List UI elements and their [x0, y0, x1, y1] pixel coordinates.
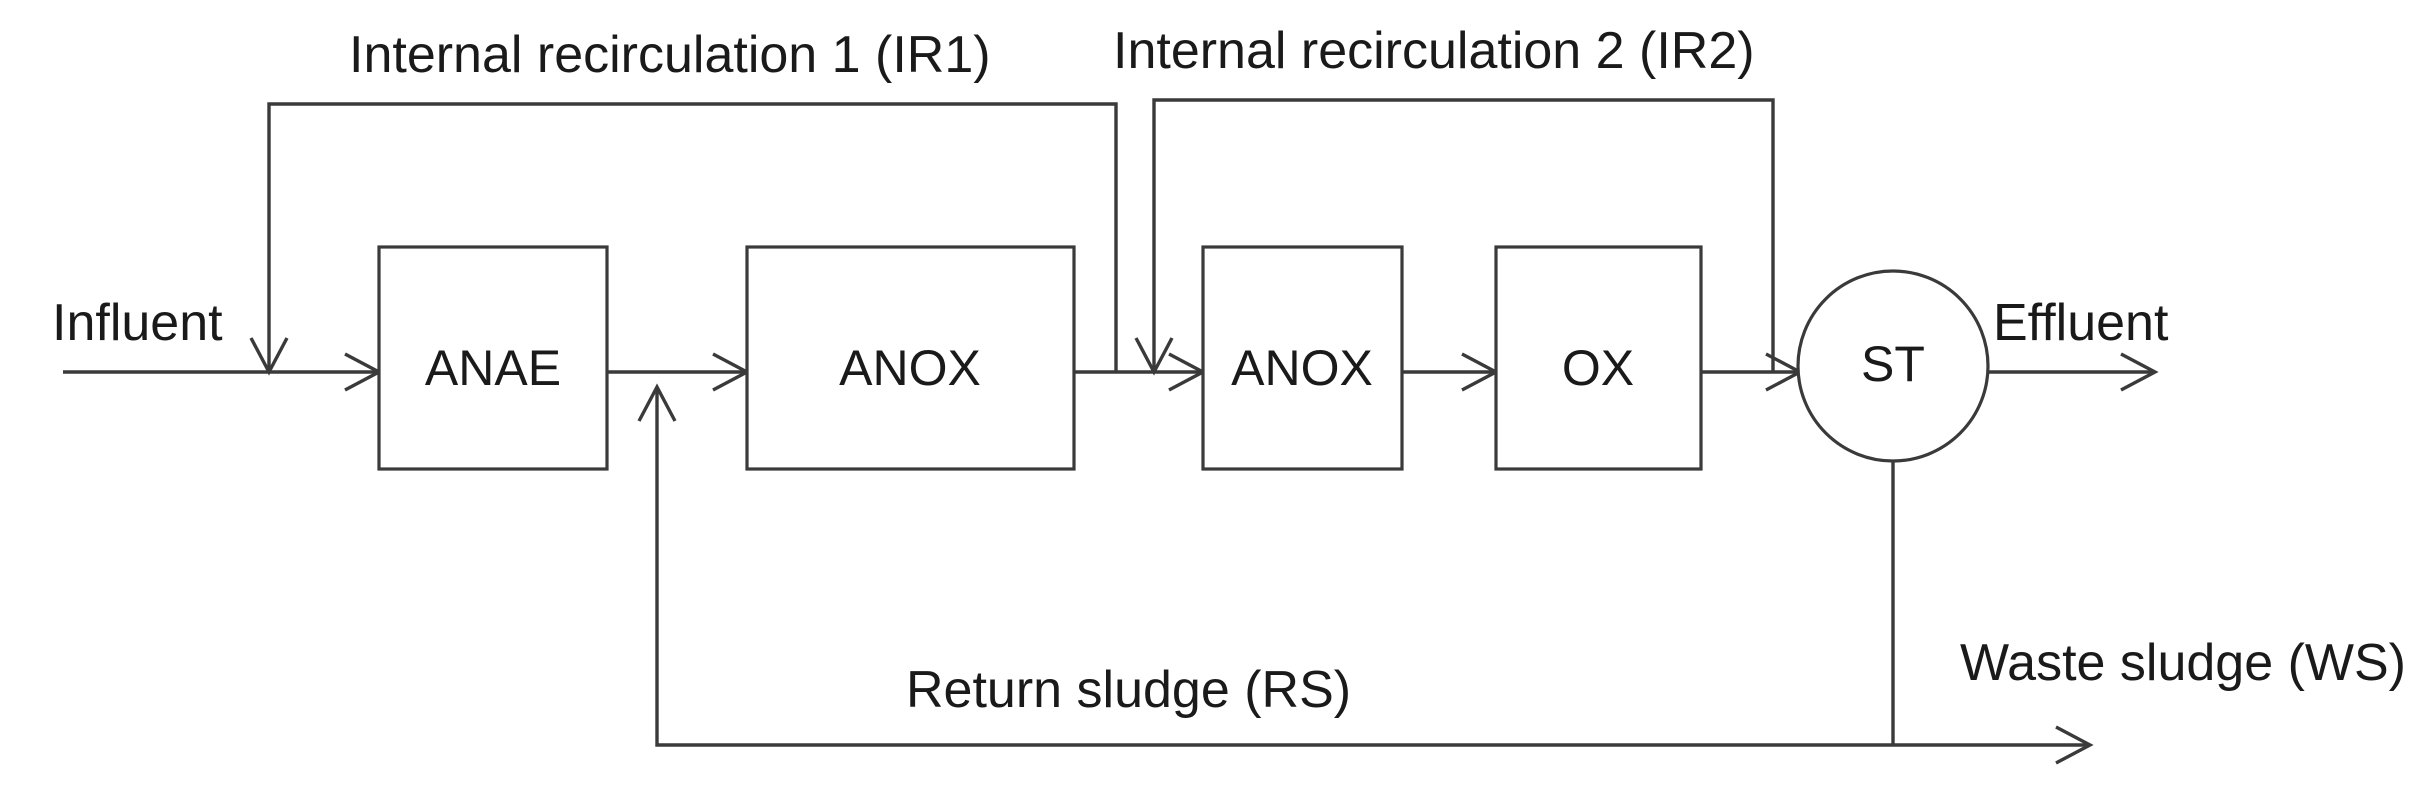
- unit-st-label: ST: [1861, 336, 1925, 392]
- unit-anox-1[interactable]: [745, 245, 1076, 471]
- ir1-arrow-head: [249, 337, 289, 376]
- effluent-label: Effluent: [1993, 294, 2169, 352]
- unit-anox-1-label: ANOX: [839, 340, 981, 396]
- unit-anox-2[interactable]: [1201, 245, 1404, 471]
- unit-ox-label: OX: [1562, 340, 1634, 396]
- effluent-arrow-head: [2120, 352, 2159, 392]
- unit-ox[interactable]: [1494, 245, 1703, 471]
- waste-sludge-arrow-head: [2055, 725, 2094, 765]
- unit-st-clarifier[interactable]: [1796, 269, 1990, 463]
- unit-anae[interactable]: [377, 245, 609, 471]
- return-sludge-label: Return sludge (RS): [906, 661, 1351, 719]
- unit-anae-label: ANAE: [425, 340, 561, 396]
- ir2-arrow-head: [1134, 337, 1174, 376]
- ir2-label: Internal recirculation 2 (IR2): [1113, 22, 1755, 80]
- ir2-recycle-line: [1152, 98, 1775, 372]
- ir1-recycle-line: [267, 102, 1118, 372]
- waste-sludge-label: Waste sludge (WS): [1960, 634, 2406, 692]
- ir1-label: Internal recirculation 1 (IR1): [349, 26, 991, 84]
- unit-anox-2-label: ANOX: [1231, 340, 1373, 396]
- return-sludge-line: [655, 387, 1893, 747]
- influent-label: Influent: [52, 294, 223, 352]
- return-sludge-arrow-head: [637, 383, 677, 422]
